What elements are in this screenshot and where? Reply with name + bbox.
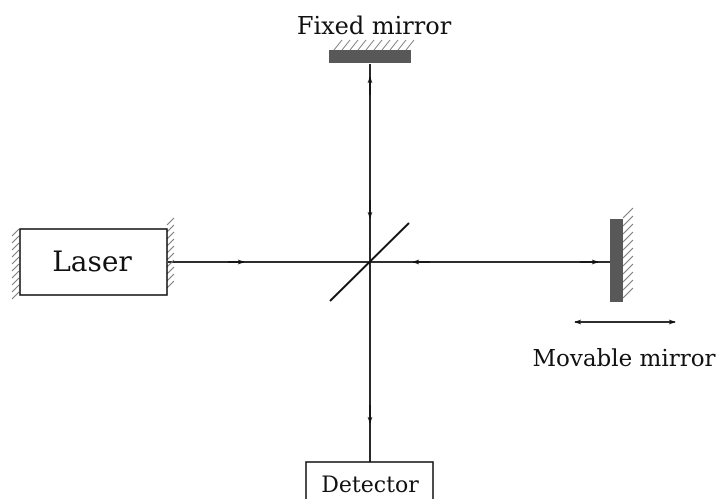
detector: Detector <box>305 461 434 499</box>
laser: Laser <box>11 217 175 300</box>
laser-label: Laser <box>52 245 132 278</box>
laser-right-hatch <box>166 217 175 289</box>
detector-box <box>305 461 434 499</box>
beam-paths <box>168 64 610 462</box>
laser-left-hatch <box>11 228 20 300</box>
fixed-mirror: Fixed mirror <box>297 12 452 63</box>
fixed-mirror-hatch <box>333 39 415 51</box>
movable-mirror-plate <box>610 219 623 302</box>
beam-arrows <box>228 76 599 424</box>
movable-mirror: Movable mirror <box>532 207 716 372</box>
movable-mirror-hatch <box>622 207 634 299</box>
beam-splitter <box>329 222 410 302</box>
detector-label: Detector <box>321 473 419 498</box>
movable-mirror-label: Movable mirror <box>532 346 715 372</box>
fixed-mirror-label: Fixed mirror <box>297 12 452 40</box>
laser-box <box>19 228 168 296</box>
fixed-mirror-plate <box>329 50 411 63</box>
